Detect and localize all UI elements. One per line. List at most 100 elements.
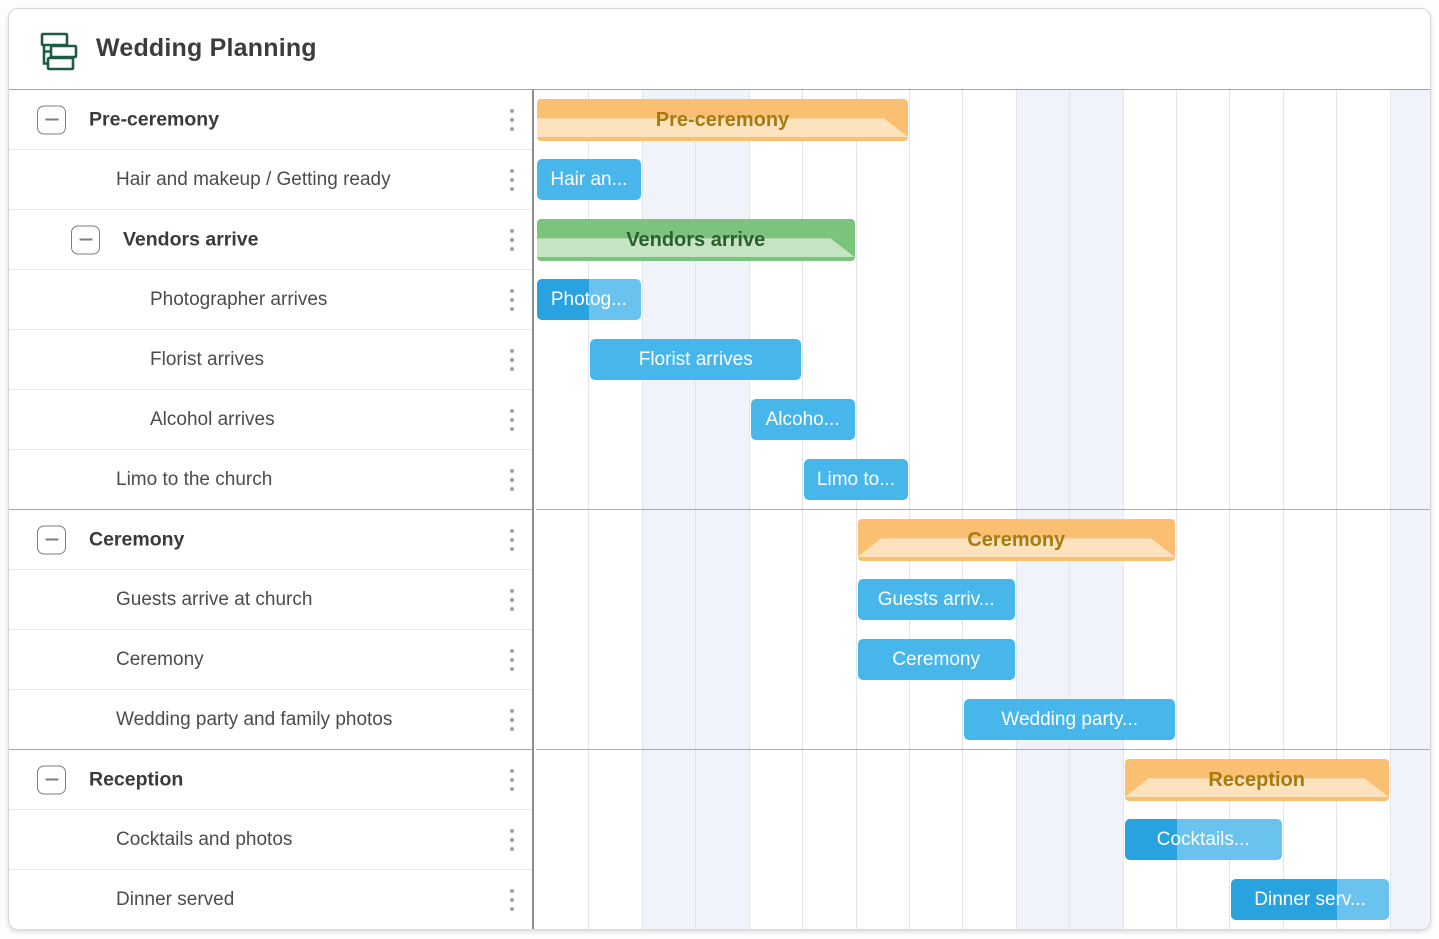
drag-handle-dots-icon[interactable] [505,465,519,495]
dot [510,528,514,533]
dot [510,648,514,653]
chart-row: Reception [536,750,1430,810]
summary-bar[interactable]: Ceremony [857,519,1176,561]
dot [510,828,514,833]
dot [510,597,514,602]
dot [510,666,514,671]
minus-glyph [45,118,58,121]
page-title: Wedding Planning [96,34,317,62]
dot [510,108,514,113]
dot [510,306,514,311]
summary-bar-shine [1125,778,1389,797]
sidebar-row: Pre-ceremony [9,90,532,150]
drag-handle-dots-icon[interactable] [505,765,519,795]
task-bar[interactable]: Cocktails... [1124,819,1282,860]
task-bar[interactable]: Alcoho... [750,399,855,440]
task-bar[interactable]: Limo to... [804,459,908,500]
chart-row: Florist arrives [536,330,1430,390]
chart-row: Pre-ceremony [536,90,1430,150]
drag-handle-dots-icon[interactable] [505,645,519,675]
dot [510,786,514,791]
summary-bar[interactable]: Pre-ceremony [537,99,908,141]
task-label: Hair and makeup / Getting ready [116,168,391,190]
sidebar-row: Alcohol arrives [9,390,532,450]
dot [510,546,514,551]
chart-row: Guests arriv... [536,570,1430,630]
dot [510,126,514,131]
summary-bar[interactable]: Vendors arrive [537,219,855,261]
dot [510,228,514,233]
drag-handle-dots-icon[interactable] [505,885,519,915]
sidebar-row: Florist arrives [9,330,532,390]
dot [510,889,514,893]
drag-handle-dots-icon[interactable] [505,705,519,735]
dot [510,768,514,773]
task-label: Florist arrives [150,348,265,370]
dot [510,177,514,182]
task-bar-label: Alcoho... [765,408,840,430]
summary-bar-label: Vendors arrive [626,229,766,251]
sidebar-row: Wedding party and family photos [9,690,532,750]
summary-bar-label: Pre-ceremony [655,109,790,131]
drag-handle-dots-icon[interactable] [505,105,519,135]
minus-square-icon[interactable] [37,105,66,134]
dot [510,537,514,542]
task-bar[interactable]: Florist arrives [590,339,802,380]
task-bar[interactable]: Photog... [537,279,641,320]
task-bar-label: Guests arriv... [877,588,995,610]
task-bar-label: Cocktails... [1156,828,1250,850]
task-bar[interactable]: Guests arriv... [857,579,1015,620]
dot [510,777,514,782]
drag-handle-dots-icon[interactable] [505,405,519,435]
summary-bar[interactable]: Reception [1124,759,1389,801]
task-bar-label: Wedding party... [1001,708,1138,730]
dot [510,426,514,431]
task-bar[interactable]: Hair an... [537,159,641,200]
dot [510,357,514,362]
dot [510,717,514,722]
task-bar[interactable]: Ceremony [857,639,1015,680]
dot [510,186,514,191]
minus-square-icon[interactable] [37,525,66,554]
task-label: Ceremony [116,648,204,670]
task-label: Pre-ceremony [89,108,220,130]
drag-handle-dots-icon[interactable] [505,825,519,855]
task-bar-label: Ceremony [892,648,980,670]
dot [510,468,514,473]
drag-handle-dots-icon[interactable] [505,585,519,615]
dot [510,726,514,731]
task-bar[interactable]: Dinner serv... [1231,879,1389,920]
task-label: Limo to the church [116,468,273,490]
task-label: Guests arrive at church [116,588,313,610]
dot [510,907,514,911]
dot [510,117,514,122]
chart-row: Limo to... [536,450,1430,510]
chart-row: Ceremony [536,510,1430,570]
drag-handle-dots-icon[interactable] [505,345,519,375]
task-progress-fill [537,279,589,320]
chart-row: Photog... [536,270,1430,330]
task-label: Photographer arrives [150,288,328,310]
dot [510,246,514,251]
dot [510,348,514,353]
dot [510,408,514,413]
sidebar-row: Guests arrive at church [9,570,532,630]
task-bar-label: Photog... [550,288,627,310]
sidebar-row: Photographer arrives [9,270,532,330]
drag-handle-dots-icon[interactable] [505,285,519,315]
chart-row: Cocktails... [536,810,1430,870]
drag-handle-dots-icon[interactable] [505,525,519,555]
drag-handle-dots-icon[interactable] [505,225,519,255]
minus-square-icon[interactable] [71,225,100,254]
drag-handle-dots-icon[interactable] [505,165,519,195]
task-bar[interactable]: Wedding party... [964,699,1176,740]
sidebar-row: Hair and makeup / Getting ready [9,150,532,210]
dot [510,606,514,611]
minus-square-icon[interactable] [37,765,66,794]
dot [510,477,514,482]
task-bar-label: Hair an... [550,168,628,190]
